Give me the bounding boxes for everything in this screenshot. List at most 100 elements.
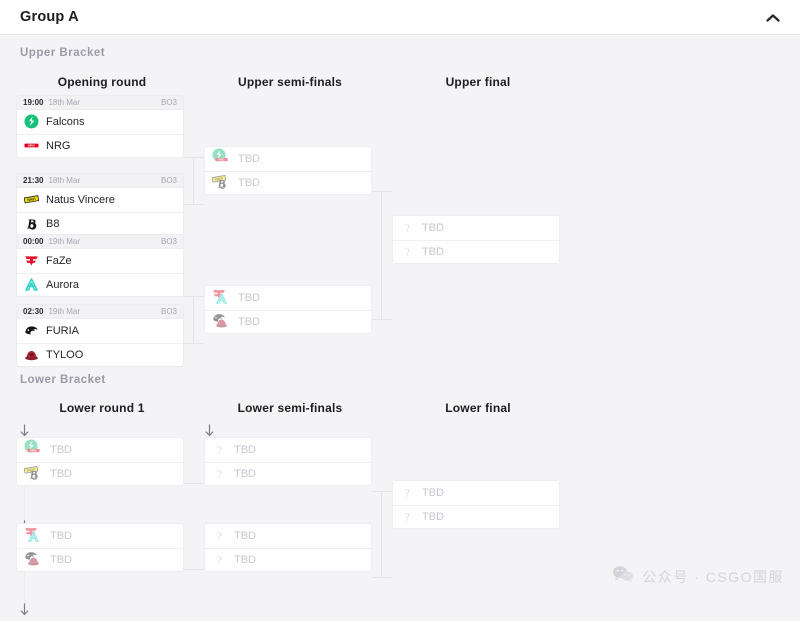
team-row[interactable]: NRG NRG: [17, 133, 183, 158]
team-row[interactable]: Falcons: [17, 110, 183, 134]
falcons-logo: [24, 114, 39, 129]
team-name: TBD: [238, 176, 260, 189]
aurora-logo: [24, 277, 39, 292]
svg-text:NRG: NRG: [31, 449, 37, 453]
team-row[interactable]: NRG TBD: [17, 438, 183, 462]
team-row[interactable]: B B8: [17, 211, 183, 236]
faze-logo: [24, 253, 39, 268]
match-card[interactable]: TBD TBD: [16, 523, 184, 572]
watermark-text: 公众号 · CSGO国服: [642, 568, 784, 585]
match-card[interactable]: 02:30 19th Mar BO3 FURIA TYLOO: [16, 304, 184, 367]
page-title: Group A: [20, 9, 79, 25]
aurora-logo: [215, 292, 228, 310]
match-date: 19th Mar: [48, 307, 81, 316]
svg-text:?: ?: [217, 469, 222, 481]
team-row[interactable]: Aurora: [17, 272, 183, 297]
b8-logo: B: [24, 216, 39, 231]
connector: [184, 296, 204, 297]
connector: [193, 296, 194, 344]
team-row[interactable]: TBD: [17, 547, 183, 572]
team-row[interactable]: ? TBD: [393, 481, 559, 505]
match-card[interactable]: ? TBD ? TBD: [392, 215, 560, 264]
match-time: 19:00: [23, 98, 44, 107]
team-row[interactable]: ? TBD: [393, 239, 559, 264]
question-mark-icon: ?: [212, 442, 227, 457]
team-row[interactable]: ? TBD: [393, 216, 559, 240]
team-row[interactable]: ? TBD: [205, 547, 371, 572]
b8-logo: B: [27, 468, 40, 485]
group-header: Group A: [0, 0, 800, 35]
team-row[interactable]: TBD: [205, 286, 371, 310]
match-card[interactable]: ? TBD ? TBD: [392, 480, 560, 529]
svg-text:B: B: [29, 469, 38, 481]
team-name: TBD: [234, 467, 256, 480]
connector: [184, 483, 204, 484]
team-row[interactable]: ? TBD: [205, 438, 371, 462]
svg-text:NRG: NRG: [219, 158, 225, 162]
team-row[interactable]: ? TBD: [393, 504, 559, 529]
team-row[interactable]: NAVI Natus Vincere: [17, 188, 183, 212]
team-name: TBD: [50, 553, 72, 566]
team-row[interactable]: TYLOO: [17, 342, 183, 367]
match-card[interactable]: NRG TBD NAVI B TBD: [16, 437, 184, 486]
connector: [184, 157, 204, 158]
svg-text:?: ?: [405, 488, 410, 500]
match-card[interactable]: 19:00 18th Mar BO3 Falcons NRG NRG: [16, 95, 184, 158]
team-name: TBD: [234, 529, 256, 542]
team-name: TBD: [50, 443, 72, 456]
match-header: 00:00 19th Mar BO3: [17, 235, 183, 249]
team-row[interactable]: NAVI B TBD: [205, 170, 371, 195]
svg-text:?: ?: [405, 247, 410, 259]
svg-text:NRG: NRG: [28, 144, 35, 148]
match-card[interactable]: ? TBD ? TBD: [204, 437, 372, 486]
svg-text:?: ?: [217, 445, 222, 457]
connector: [372, 577, 392, 578]
svg-text:?: ?: [217, 531, 222, 543]
team-name: TBD: [422, 245, 444, 258]
ghost-logo-group: [24, 551, 43, 568]
question-mark-icon: ?: [400, 244, 415, 259]
match-time: 02:30: [23, 307, 44, 316]
collapse-toggle-button[interactable]: [764, 10, 782, 26]
match-format: BO3: [160, 307, 177, 316]
match-date: 18th Mar: [48, 98, 81, 107]
match-card[interactable]: 21:30 18th Mar BO3 NAVI Natus Vincere B …: [16, 173, 184, 236]
team-row[interactable]: NRG TBD: [205, 147, 371, 171]
furia-logo: [212, 311, 226, 330]
team-row[interactable]: NAVI B TBD: [17, 461, 183, 486]
team-row[interactable]: ? TBD: [205, 524, 371, 548]
ghost-logo-group: NAVI B: [23, 463, 43, 482]
aurora-logo: [27, 530, 40, 548]
question-mark-icon: ?: [400, 220, 415, 235]
svg-text:NAVI: NAVI: [27, 197, 36, 202]
match-card[interactable]: ? TBD ? TBD: [204, 523, 372, 572]
round-label-upper-semis: Upper semi-finals: [237, 75, 343, 89]
team-name: Aurora: [46, 278, 80, 291]
furia-logo: [24, 323, 39, 338]
watermark: 公众号 · CSGO国服: [612, 565, 784, 588]
svg-text:?: ?: [217, 555, 222, 567]
lower-bracket-label: Lower Bracket: [20, 374, 106, 386]
svg-text:NAVI: NAVI: [215, 177, 223, 182]
match-format: BO3: [160, 98, 177, 107]
round-label-lower-semis: Lower semi-finals: [237, 401, 343, 415]
team-row[interactable]: FaZe: [17, 249, 183, 273]
connector: [193, 157, 194, 205]
round-label-lower-final: Lower final: [445, 401, 511, 415]
question-mark-icon: ?: [212, 528, 227, 543]
navi-logo: NAVI: [23, 463, 39, 482]
ghost-logo-group: [24, 527, 43, 544]
match-card[interactable]: 00:00 19th Mar BO3 FaZe Aurora: [16, 234, 184, 297]
team-name: TBD: [50, 529, 72, 542]
team-row[interactable]: ? TBD: [205, 461, 371, 486]
match-time: 00:00: [23, 237, 44, 246]
match-card[interactable]: TBD TBD: [204, 285, 372, 334]
team-row[interactable]: TBD: [205, 309, 371, 334]
connector: [381, 491, 382, 578]
match-date: 18th Mar: [48, 176, 81, 185]
team-row[interactable]: TBD: [17, 524, 183, 548]
match-card[interactable]: NRG TBD NAVI B TBD: [204, 146, 372, 195]
team-row[interactable]: FURIA: [17, 319, 183, 343]
match-header: 19:00 18th Mar BO3: [17, 96, 183, 110]
ghost-logo-group: [212, 313, 231, 330]
